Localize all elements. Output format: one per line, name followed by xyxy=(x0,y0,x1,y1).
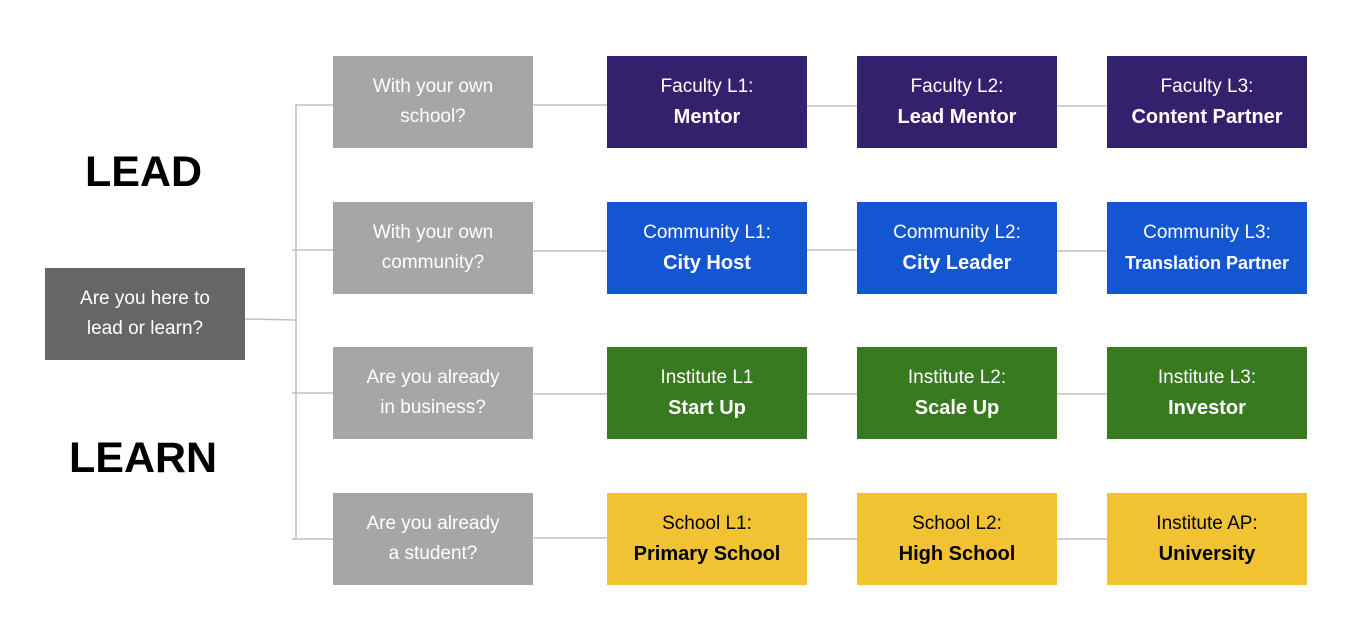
learn-label: LEARN xyxy=(69,434,218,482)
level-title: Faculty L3: xyxy=(1160,76,1254,97)
level-box-community-l3: Community L3: Translation Partner xyxy=(1107,202,1307,294)
level-title: Institute AP: xyxy=(1156,513,1258,534)
level-title: Faculty L2: xyxy=(910,76,1004,97)
level-title: School L1: xyxy=(662,513,752,534)
level-box-faculty-l3: Faculty L3: Content Partner xyxy=(1107,56,1307,148)
level-title: Institute L3: xyxy=(1157,367,1257,388)
question-line2: school? xyxy=(400,106,466,127)
level-box-community-l2: Community L2: City Leader xyxy=(857,202,1057,294)
level-name: City Leader xyxy=(902,252,1012,274)
question-line1: Are you already xyxy=(366,513,500,534)
level-box-school-l1: School L1: Primary School xyxy=(607,493,807,585)
level-box-faculty-l1: Faculty L1: Mentor xyxy=(607,56,807,148)
level-name: Start Up xyxy=(668,397,746,419)
level-name: Investor xyxy=(1168,397,1246,419)
level-box-institute-l3: Institute L3: Investor xyxy=(1107,347,1307,439)
level-box-community-l1: Community L1: City Host xyxy=(607,202,807,294)
level-name: High School xyxy=(898,543,1016,565)
level-box-faculty-l2: Faculty L2: Lead Mentor xyxy=(857,56,1057,148)
level-name: Content Partner xyxy=(1131,106,1283,128)
level-title: Community L3: xyxy=(1143,222,1271,243)
level-title: School L2: xyxy=(912,513,1002,534)
level-box-school-l2: School L2: High School xyxy=(857,493,1057,585)
level-name: Mentor xyxy=(673,106,741,128)
question-box-student: Are you already a student? xyxy=(333,493,533,585)
level-title: Community L2: xyxy=(893,222,1021,243)
level-title: Community L1: xyxy=(643,222,771,243)
level-box-institute-l1: Institute L1 Start Up xyxy=(607,347,807,439)
level-title: Institute L1 xyxy=(660,367,754,388)
level-title: Institute L2: xyxy=(907,367,1007,388)
level-title: Faculty L1: xyxy=(660,76,754,97)
question-line1: Are you already xyxy=(366,367,500,388)
root-question-box: Are you here to lead or learn? xyxy=(45,268,245,360)
question-line2: a student? xyxy=(388,543,478,564)
level-name: University xyxy=(1158,543,1256,565)
question-line2: in business? xyxy=(380,397,486,418)
question-line1: With your own xyxy=(372,76,494,97)
question-box-business: Are you already in business? xyxy=(333,347,533,439)
question-box-community: With your own community? xyxy=(333,202,533,294)
level-box-institute-ap: Institute AP: University xyxy=(1107,493,1307,585)
question-line1: With your own xyxy=(372,222,494,243)
lead-label: LEAD xyxy=(85,148,203,196)
root-question-line2: lead or learn? xyxy=(86,318,204,339)
level-name: Scale Up xyxy=(914,397,1000,419)
question-box-school: With your own school? xyxy=(333,56,533,148)
level-name: Primary School xyxy=(633,543,781,565)
level-name: City Host xyxy=(663,252,751,274)
level-name: Translation Partner xyxy=(1124,253,1290,273)
level-name: Lead Mentor xyxy=(897,106,1017,128)
level-box-institute-l2: Institute L2: Scale Up xyxy=(857,347,1057,439)
root-question-line1: Are you here to xyxy=(80,288,210,309)
question-line2: community? xyxy=(381,252,485,273)
